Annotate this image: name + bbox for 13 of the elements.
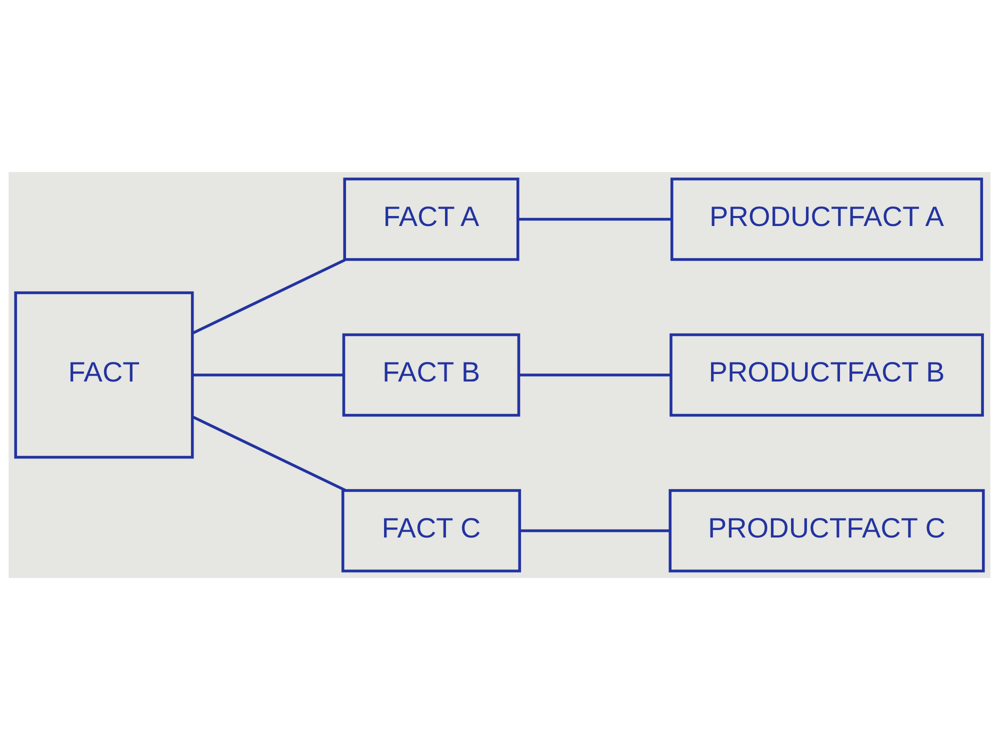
node-box: PRODUCTFACT C	[668, 488, 985, 572]
node-box: FACT B	[342, 332, 520, 416]
node-box: PRODUCTFACT A	[670, 177, 984, 260]
connector	[519, 373, 670, 376]
connector	[192, 373, 344, 376]
node-box: FACT C	[341, 488, 522, 572]
node-box: FACT A	[343, 177, 520, 260]
connector	[520, 528, 670, 532]
node-box: PRODUCTFACT B	[670, 332, 984, 416]
connector	[192, 258, 346, 334]
connector	[518, 217, 672, 220]
node-box: FACT	[14, 290, 194, 458]
connector	[192, 414, 346, 491]
